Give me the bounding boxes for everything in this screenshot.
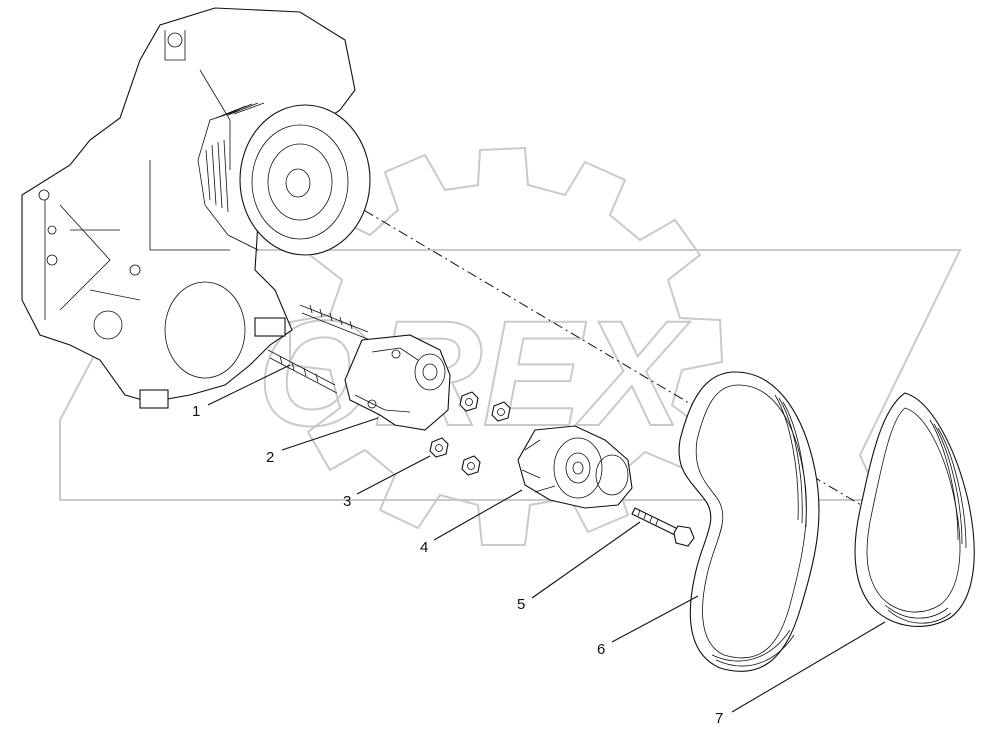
callout-labels: 1 2 3 4 5 6 7 bbox=[192, 403, 723, 727]
callout-2: 2 bbox=[266, 449, 274, 466]
callout-6: 6 bbox=[597, 641, 605, 658]
poly-v-belt-icon-2 bbox=[854, 392, 975, 627]
callout-5: 5 bbox=[517, 596, 525, 613]
callout-3: 3 bbox=[343, 493, 351, 510]
leader-line-6 bbox=[611, 595, 699, 643]
tensioner-bracket-icon bbox=[344, 334, 451, 431]
leader-line-7 bbox=[731, 621, 886, 713]
callout-4: 4 bbox=[420, 539, 428, 556]
leader-line-4 bbox=[433, 489, 523, 541]
assembly-axis-line bbox=[329, 189, 921, 541]
nut-icon bbox=[429, 391, 511, 476]
leader-line-2 bbox=[281, 417, 379, 451]
callout-7: 7 bbox=[715, 710, 723, 727]
leader-line-5 bbox=[531, 521, 641, 599]
leader-line-1 bbox=[207, 364, 291, 406]
callout-1: 1 bbox=[192, 403, 200, 420]
bolt-icon bbox=[631, 507, 695, 547]
leader-line-3 bbox=[356, 455, 431, 495]
poly-v-belt-icon bbox=[678, 371, 820, 672]
leader-lines bbox=[207, 364, 886, 713]
front-cover-housing-icon bbox=[21, 7, 371, 409]
belt-tensioner-icon bbox=[517, 425, 633, 509]
studs-icon bbox=[267, 304, 371, 394]
